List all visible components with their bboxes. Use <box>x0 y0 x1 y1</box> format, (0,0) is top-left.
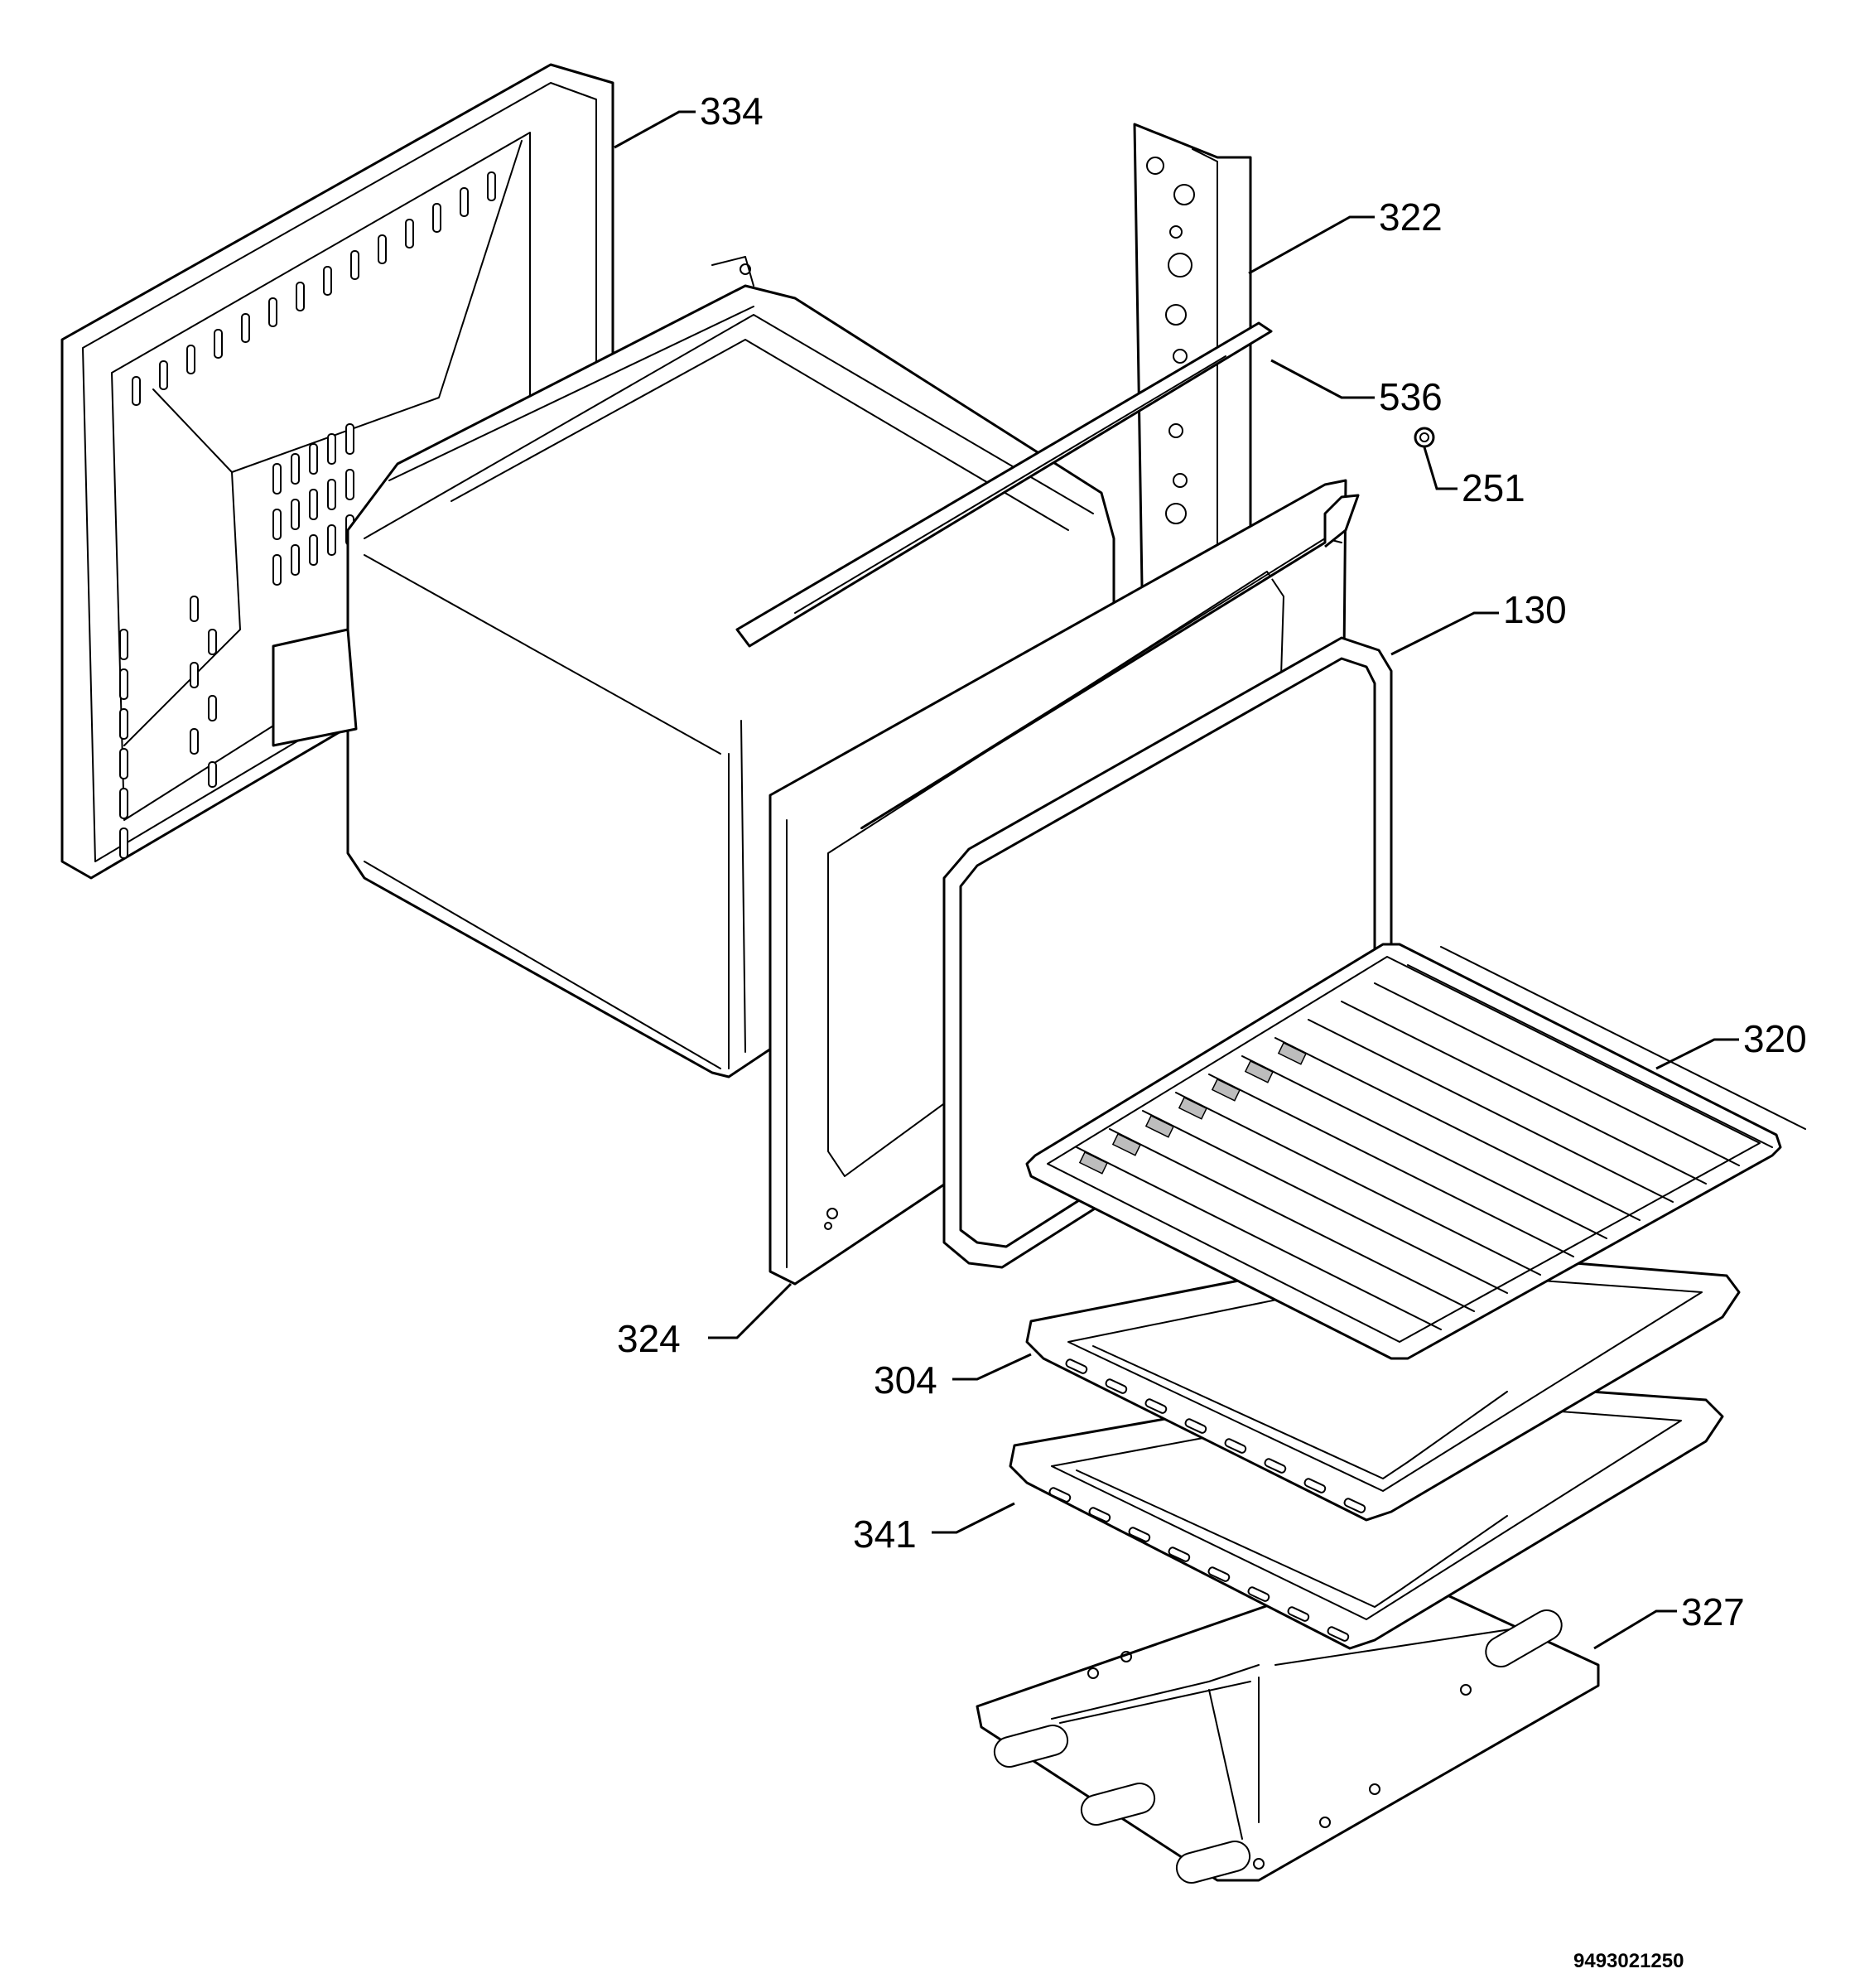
callout-341: 341 <box>853 1513 917 1556</box>
shelf-wire <box>1308 1019 1674 1203</box>
vent-slot <box>487 171 496 201</box>
vent-slot <box>405 219 414 248</box>
vent-slot <box>350 250 359 280</box>
leader-lines <box>614 110 1739 1650</box>
shelf-wire <box>1208 1074 1574 1257</box>
tray-slot <box>1303 1478 1327 1493</box>
vent-slot <box>119 708 128 740</box>
tray-slot <box>1065 1358 1088 1374</box>
shelf-wire <box>1142 1110 1508 1294</box>
callout-304: 304 <box>874 1358 937 1402</box>
vent-slot <box>119 828 128 859</box>
tray-slot <box>1184 1418 1207 1434</box>
tray-slot <box>1207 1566 1231 1582</box>
vent-slot <box>208 695 217 721</box>
vent-slot <box>296 282 305 311</box>
vent-slot <box>323 266 332 296</box>
shelf-wire <box>1175 1092 1541 1276</box>
vent-slot <box>327 524 336 556</box>
tray-slot <box>1327 1626 1350 1642</box>
vent-slot <box>241 313 250 343</box>
tray-slot <box>1048 1487 1072 1503</box>
vent-slot <box>309 534 318 566</box>
part-320-wire-shelf <box>1025 943 1806 1360</box>
shelf-wire <box>1076 1146 1442 1330</box>
part-251-screw <box>1414 427 1435 448</box>
tray-slot <box>1287 1606 1310 1622</box>
vent-slot <box>291 499 300 530</box>
vent-slot <box>432 203 441 233</box>
vent-slot <box>345 469 354 500</box>
vent-slot <box>119 748 128 779</box>
shelf-clip <box>1244 1059 1274 1083</box>
shelf-wire <box>1341 1001 1707 1185</box>
callout-320: 320 <box>1743 1017 1807 1060</box>
tray-slot <box>1168 1546 1191 1562</box>
vent-slot <box>119 788 128 819</box>
vent-slot <box>190 662 199 688</box>
vent-slot <box>272 554 282 586</box>
part-536-rail <box>735 321 1273 648</box>
shelf-wire <box>1241 1055 1607 1239</box>
shelf-wire <box>1274 1037 1641 1221</box>
vent-slot <box>378 234 387 264</box>
tray-slot <box>1343 1498 1366 1513</box>
vent-slot <box>214 329 223 359</box>
tray-slot <box>1264 1458 1287 1474</box>
callout-130: 130 <box>1503 588 1567 631</box>
vent-slot <box>291 544 300 576</box>
shelf-wire <box>1374 982 1740 1166</box>
vent-slot <box>268 297 277 327</box>
tray-slot <box>1144 1398 1168 1414</box>
vent-slot <box>132 376 141 406</box>
shelf-wire <box>1407 964 1773 1148</box>
vent-slot <box>327 479 336 510</box>
tray-slot <box>1088 1507 1111 1522</box>
part-334-rear-panel <box>60 63 614 880</box>
callout-334: 334 <box>700 89 764 133</box>
part-304-upper-tray <box>1025 1249 1741 1522</box>
vent-slot <box>208 761 217 788</box>
callout-536: 536 <box>1379 375 1443 418</box>
vent-slot <box>309 489 318 520</box>
shelf-clip <box>1211 1078 1241 1102</box>
shelf-wire <box>1440 946 1806 1130</box>
shelf-clip <box>1277 1041 1307 1065</box>
shelf-clip <box>1078 1151 1108 1175</box>
shelf-clip <box>1178 1096 1207 1120</box>
tray-slot <box>1224 1438 1247 1454</box>
shelf-clip <box>1111 1132 1141 1156</box>
vent-slot <box>190 728 199 755</box>
vent-slot <box>345 423 354 455</box>
callout-322: 322 <box>1379 195 1443 239</box>
vent-slot <box>208 629 217 655</box>
vent-slot <box>309 443 318 475</box>
vent-slot <box>159 360 168 390</box>
callout-324: 324 <box>617 1317 681 1360</box>
drawing-code: 9493021250 <box>1573 1950 1684 1972</box>
tray-slot <box>1105 1378 1128 1394</box>
vent-slot <box>327 433 336 465</box>
shelf-wire <box>1109 1128 1475 1312</box>
vent-slot <box>119 629 128 660</box>
callout-327: 327 <box>1681 1590 1745 1633</box>
vent-slot <box>119 668 128 700</box>
vent-slot <box>186 345 195 374</box>
callout-251: 251 <box>1462 466 1525 509</box>
tray-slot <box>1247 1586 1270 1602</box>
shelf-clip <box>1144 1114 1174 1138</box>
tray-slot <box>1128 1527 1151 1542</box>
vent-slot <box>291 453 300 485</box>
vent-slot <box>460 187 469 217</box>
vent-slot <box>190 596 199 622</box>
vent-slot <box>272 509 282 540</box>
vent-slot <box>272 463 282 495</box>
